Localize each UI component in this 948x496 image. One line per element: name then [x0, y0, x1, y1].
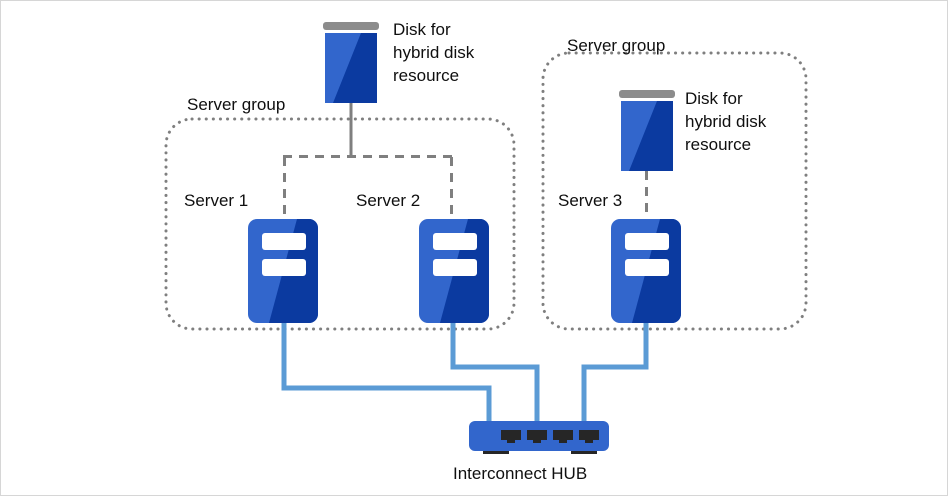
disk-shared-left-icon — [323, 22, 379, 103]
interconnect-hub-label: Interconnect HUB — [453, 464, 588, 483]
interconnect-hub-icon — [469, 421, 609, 454]
server-2-label: Server 2 — [356, 191, 421, 210]
server-1-label: Server 1 — [184, 191, 249, 210]
network-link-server-1 — [281, 323, 492, 424]
disk-right-label: Disk for hybrid disk resource — [685, 89, 767, 154]
server-1-icon — [248, 219, 318, 323]
disk-right-icon — [619, 90, 675, 171]
server-3-icon — [611, 219, 681, 323]
server-3-label: Server 3 — [558, 191, 623, 210]
hub-ports — [501, 430, 599, 443]
group-right-label: Server group — [567, 36, 666, 55]
group-left-label: Server group — [187, 95, 286, 114]
network-link-server-3 — [581, 323, 649, 424]
server-2-icon — [419, 219, 489, 323]
group-left-border — [164, 117, 516, 331]
disk-shared-left-label: Disk for hybrid disk resource — [393, 20, 475, 85]
network-link-server-2 — [450, 323, 540, 424]
group-right-border — [541, 51, 808, 331]
